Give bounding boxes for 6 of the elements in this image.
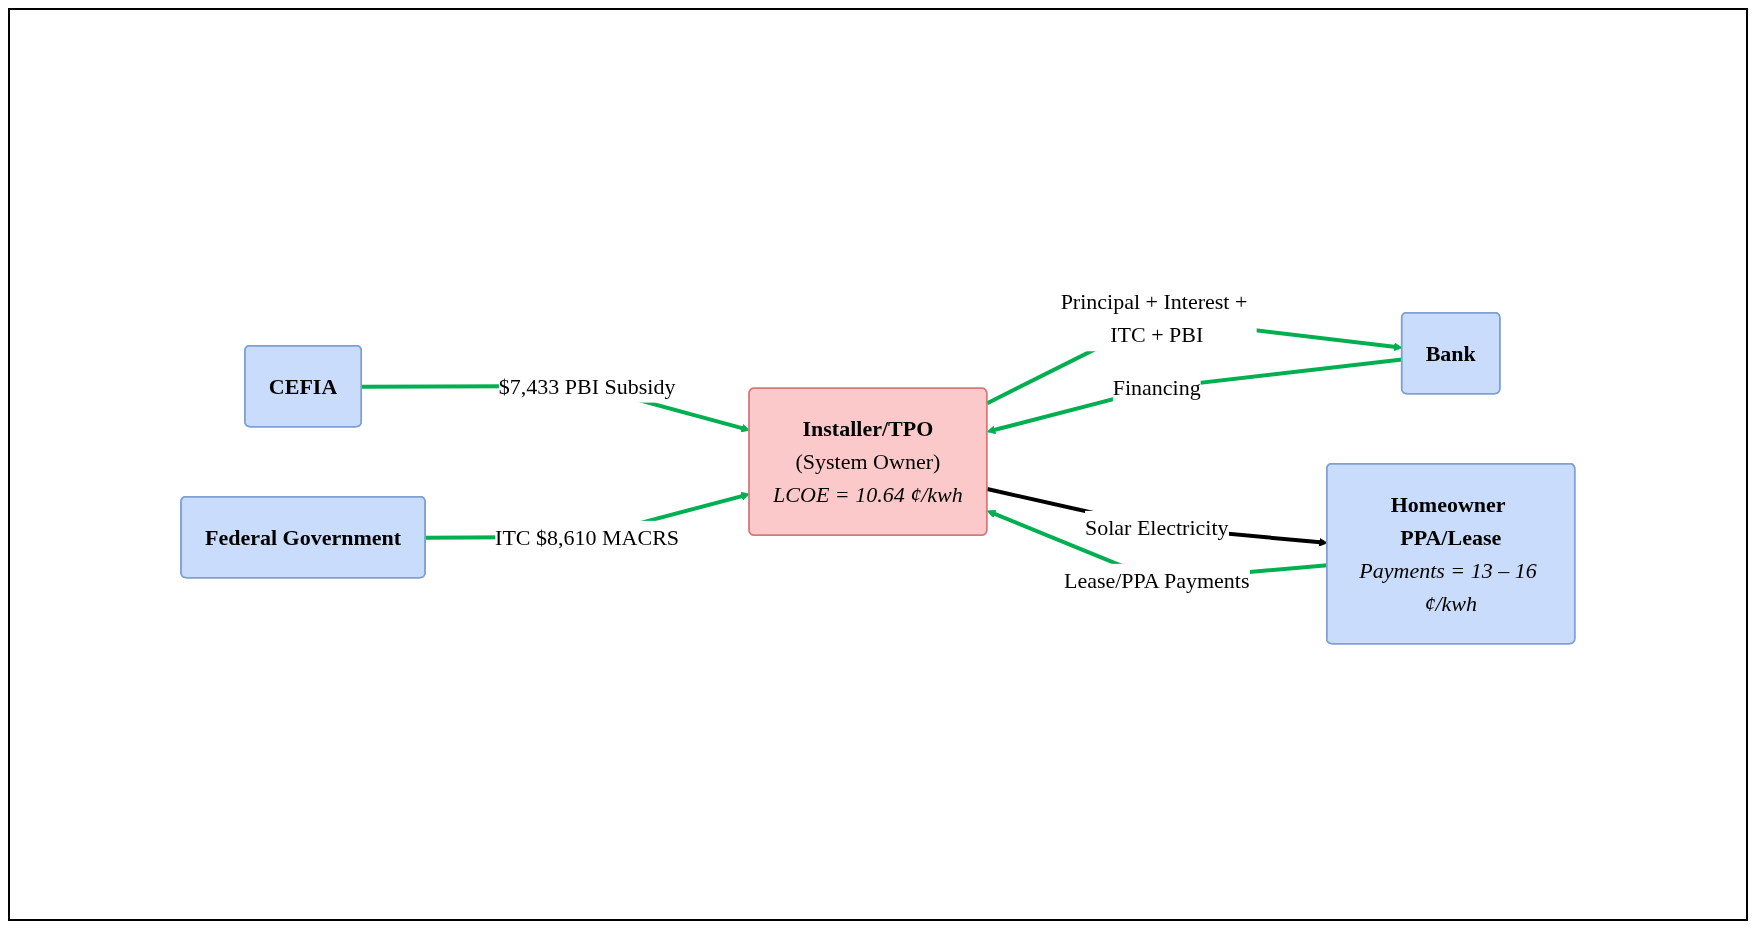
edge-label: Lease/PPA Payments [1064,567,1250,593]
edge-label: Principal + Interest + ITC + PBI [1060,289,1248,348]
edge-label: ITC $8,610 MACRS [495,524,680,550]
edge-label: Solar Electricity [1085,514,1229,540]
edge-label: $7,433 PBI Subsidy [498,373,676,399]
edge-label: Financing [1112,375,1201,401]
